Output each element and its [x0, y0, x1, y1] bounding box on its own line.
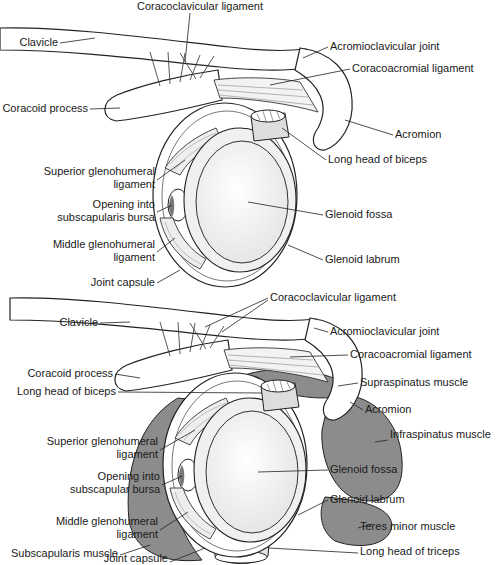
part-label: Joint capsule: [60, 552, 168, 565]
part-label: Acromion: [365, 403, 465, 416]
part-label: Joint capsule: [60, 276, 155, 289]
part-label: Coracoacromial ligament: [350, 348, 502, 361]
part-label: Superior glenohumeral ligament: [40, 165, 155, 191]
lower-view: [10, 298, 402, 564]
part-label: Clavicle: [30, 316, 98, 329]
part-label: Glenoid fossa: [330, 463, 500, 476]
bone-outline: [10, 298, 362, 420]
upper-view: [0, 28, 352, 287]
part-label: Middle glenohumeral ligament: [40, 238, 155, 264]
part-label: Coracoclavicular ligament: [270, 291, 490, 304]
part-label: Opening into subscapularis bursa: [40, 198, 155, 224]
part-label: Clavicle: [0, 36, 58, 49]
part-label: Glenoid labrum: [330, 493, 500, 506]
part-label: Acromion: [395, 128, 495, 141]
part-label: Coracoacromial ligament: [352, 62, 502, 75]
part-label: Subscapularis muscle: [0, 547, 118, 560]
part-label: Coracoid process: [0, 367, 113, 380]
part-label: Long head of biceps: [328, 153, 500, 166]
part-label: Glenoid fossa: [325, 208, 485, 221]
part-label: Acromioclavicular joint: [330, 325, 502, 338]
part-label: Coracoid process: [0, 102, 88, 115]
part-label: Acromioclavicular joint: [330, 40, 502, 53]
part-label: Opening into subscapular bursa: [40, 470, 160, 496]
part-label: Superior glenohumeral ligament: [40, 435, 158, 461]
part-label: Glenoid labrum: [325, 253, 485, 266]
glenoid-view: [153, 103, 297, 287]
part-label: Long head of triceps: [360, 545, 502, 558]
bone-outline: [0, 28, 352, 150]
glenoid-view: [163, 373, 307, 557]
part-label: Middle glenohumeral ligament: [40, 515, 158, 541]
part-label: Long head of biceps: [0, 385, 116, 398]
part-label: Teres minor muscle: [360, 520, 502, 533]
part-label: Supraspinatus muscle: [360, 376, 502, 389]
part-label: Infraspinatus muscle: [390, 428, 502, 441]
part-label: Coracoclavicular ligament: [120, 0, 280, 13]
